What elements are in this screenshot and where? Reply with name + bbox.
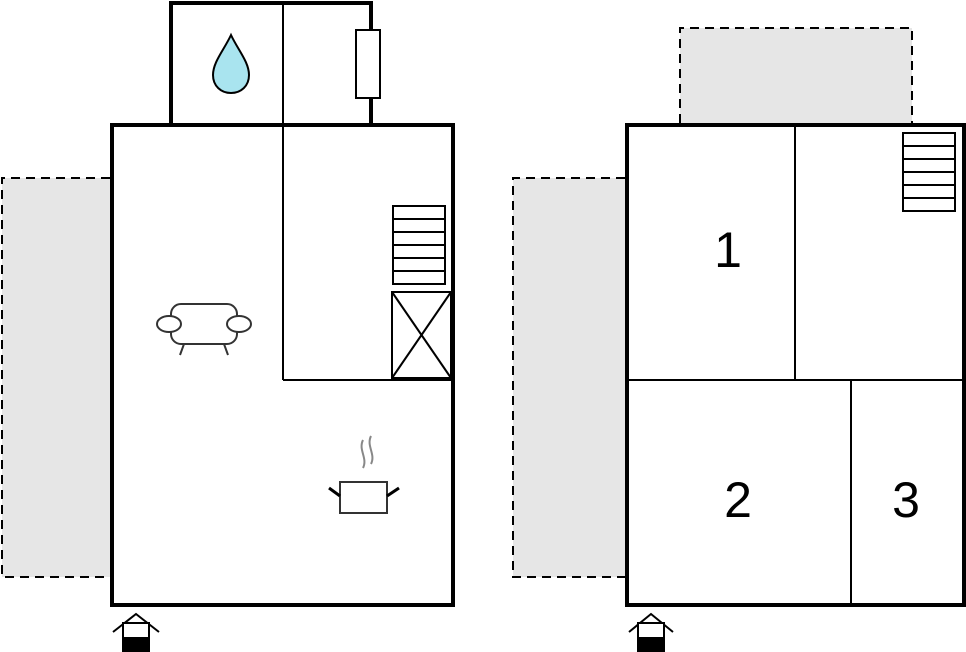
bathroom-water-drop-icon xyxy=(211,32,251,95)
upper-floor-plan: 1 2 3 xyxy=(512,27,966,652)
kitchen-pot-icon xyxy=(328,435,400,514)
room-label-2: 2 xyxy=(724,472,752,528)
staircase-icon xyxy=(392,205,446,285)
entrance-icon xyxy=(628,612,674,652)
ground-floor-plan xyxy=(1,1,455,652)
room-label-1: 1 xyxy=(714,222,742,278)
bathroom-annex-wall xyxy=(169,1,373,127)
fireplace-icon xyxy=(391,291,452,379)
radiator-icon xyxy=(355,29,381,99)
terrace-area-left xyxy=(512,177,625,578)
entrance-icon xyxy=(112,612,160,652)
sofa-icon xyxy=(156,303,252,356)
staircase-icon xyxy=(902,132,956,212)
roof-area-top xyxy=(679,27,913,123)
terrace-area xyxy=(1,177,110,578)
room-label-3: 3 xyxy=(892,472,920,528)
